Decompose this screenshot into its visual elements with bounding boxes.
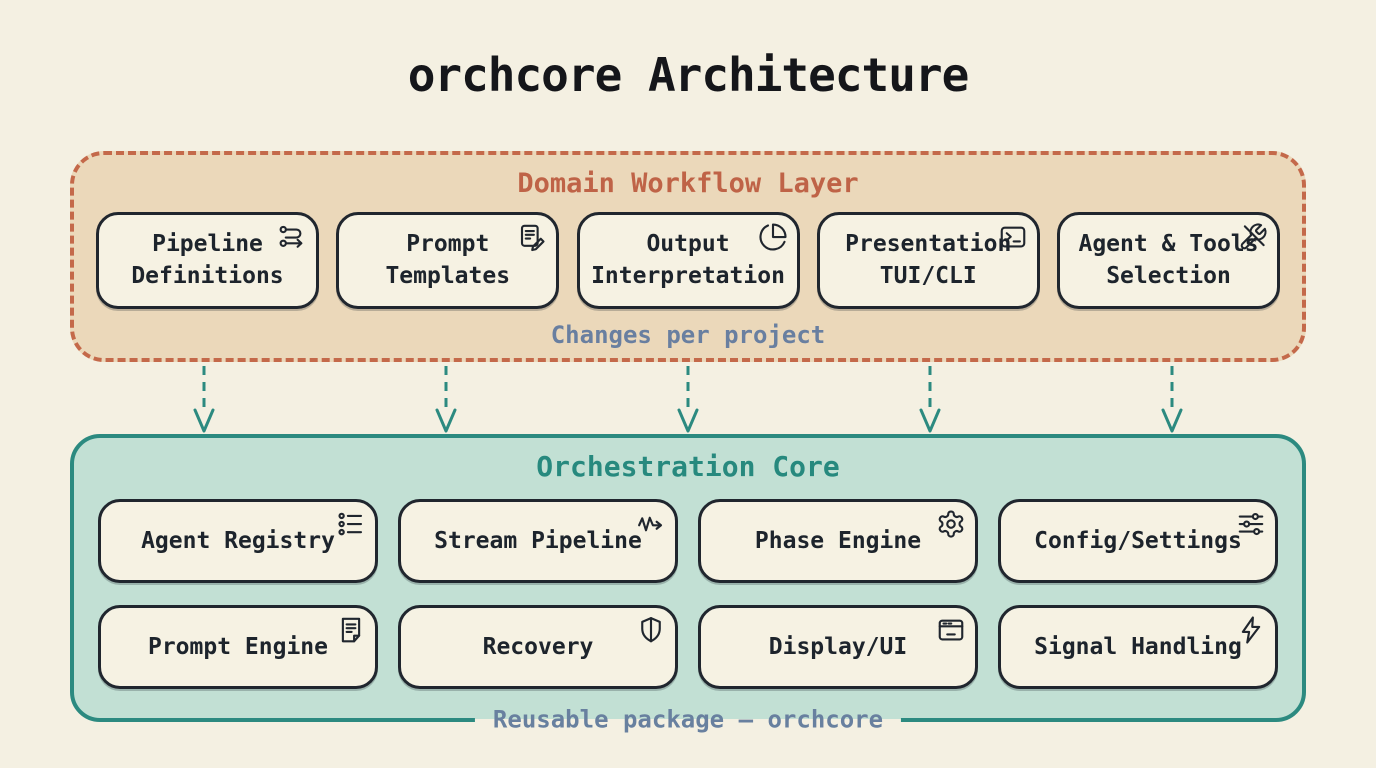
node-prompt-engine: Prompt Engine xyxy=(98,605,378,689)
node-label: Signal Handling xyxy=(1034,634,1242,660)
node-label: Prompt Templates xyxy=(385,231,511,289)
gear-icon xyxy=(936,509,966,539)
core-layer-title: Orchestration Core xyxy=(536,450,840,483)
flow-arrow xyxy=(1158,364,1186,434)
node-agent-registry: Agent Registry xyxy=(98,499,378,583)
core-layer-caption: Reusable package — orchcore xyxy=(474,703,902,736)
node-label: Prompt Engine xyxy=(147,634,328,660)
flow-arrow xyxy=(190,364,218,434)
core-row-1: Agent Registry Stream Pipeline xyxy=(74,499,1302,583)
node-label: Stream Pipeline xyxy=(434,528,642,554)
node-label: Recovery xyxy=(482,634,594,660)
flow-arrow xyxy=(674,364,702,434)
node-display-ui: Display/UI xyxy=(698,605,978,689)
node-recovery: Recovery xyxy=(398,605,678,689)
node-label: Output Interpretation xyxy=(591,231,785,289)
domain-layer-title: Domain Workflow Layer xyxy=(517,168,859,199)
node-prompt-templates: Prompt Templates xyxy=(336,212,560,309)
node-label: Phase Engine xyxy=(754,528,922,554)
route-icon xyxy=(277,222,307,252)
stream-icon xyxy=(636,509,666,539)
node-config-settings: Config/Settings xyxy=(998,499,1278,583)
node-signal-handling: Signal Handling xyxy=(998,605,1278,689)
shield-icon xyxy=(636,615,666,645)
node-label: Pipeline Definitions xyxy=(131,231,284,289)
domain-workflow-layer: Domain Workflow Layer Pipeline Definitio… xyxy=(70,151,1306,362)
document-icon xyxy=(336,615,366,645)
node-stream-pipeline: Stream Pipeline xyxy=(398,499,678,583)
page-title: orchcore Architecture xyxy=(407,48,970,102)
node-label: Presentation TUI/CLI xyxy=(845,231,1012,289)
node-label: Display/UI xyxy=(768,634,908,660)
sliders-icon xyxy=(1236,509,1266,539)
node-pipeline-definitions: Pipeline Definitions xyxy=(96,212,319,309)
window-icon xyxy=(936,615,966,645)
node-label: Config/Settings xyxy=(1034,528,1242,554)
node-label: Agent Registry xyxy=(141,528,335,554)
node-label: Agent & Tools Selection xyxy=(1078,231,1259,289)
terminal-icon xyxy=(998,222,1028,252)
node-output-interpretation: Output Interpretation xyxy=(576,212,800,309)
pie-chart-icon xyxy=(758,222,788,252)
core-row-2: Prompt Engine Recovery xyxy=(74,605,1302,689)
orchestration-core-layer: Orchestration Core Agent Registry xyxy=(70,434,1306,736)
lightning-icon xyxy=(1236,615,1266,645)
flow-arrow xyxy=(916,364,944,434)
list-icon xyxy=(336,509,366,539)
node-presentation-tui-cli: Presentation TUI/CLI xyxy=(816,212,1040,309)
tools-icon xyxy=(1238,222,1268,252)
document-edit-icon xyxy=(517,222,547,252)
node-agent-tools-selection: Agent & Tools Selection xyxy=(1057,212,1280,309)
node-phase-engine: Phase Engine xyxy=(698,499,978,583)
flow-arrow xyxy=(432,364,460,434)
domain-boxes-row: Pipeline Definitions Prompt Templates xyxy=(74,212,1302,309)
domain-layer-caption: Changes per project xyxy=(550,321,826,349)
